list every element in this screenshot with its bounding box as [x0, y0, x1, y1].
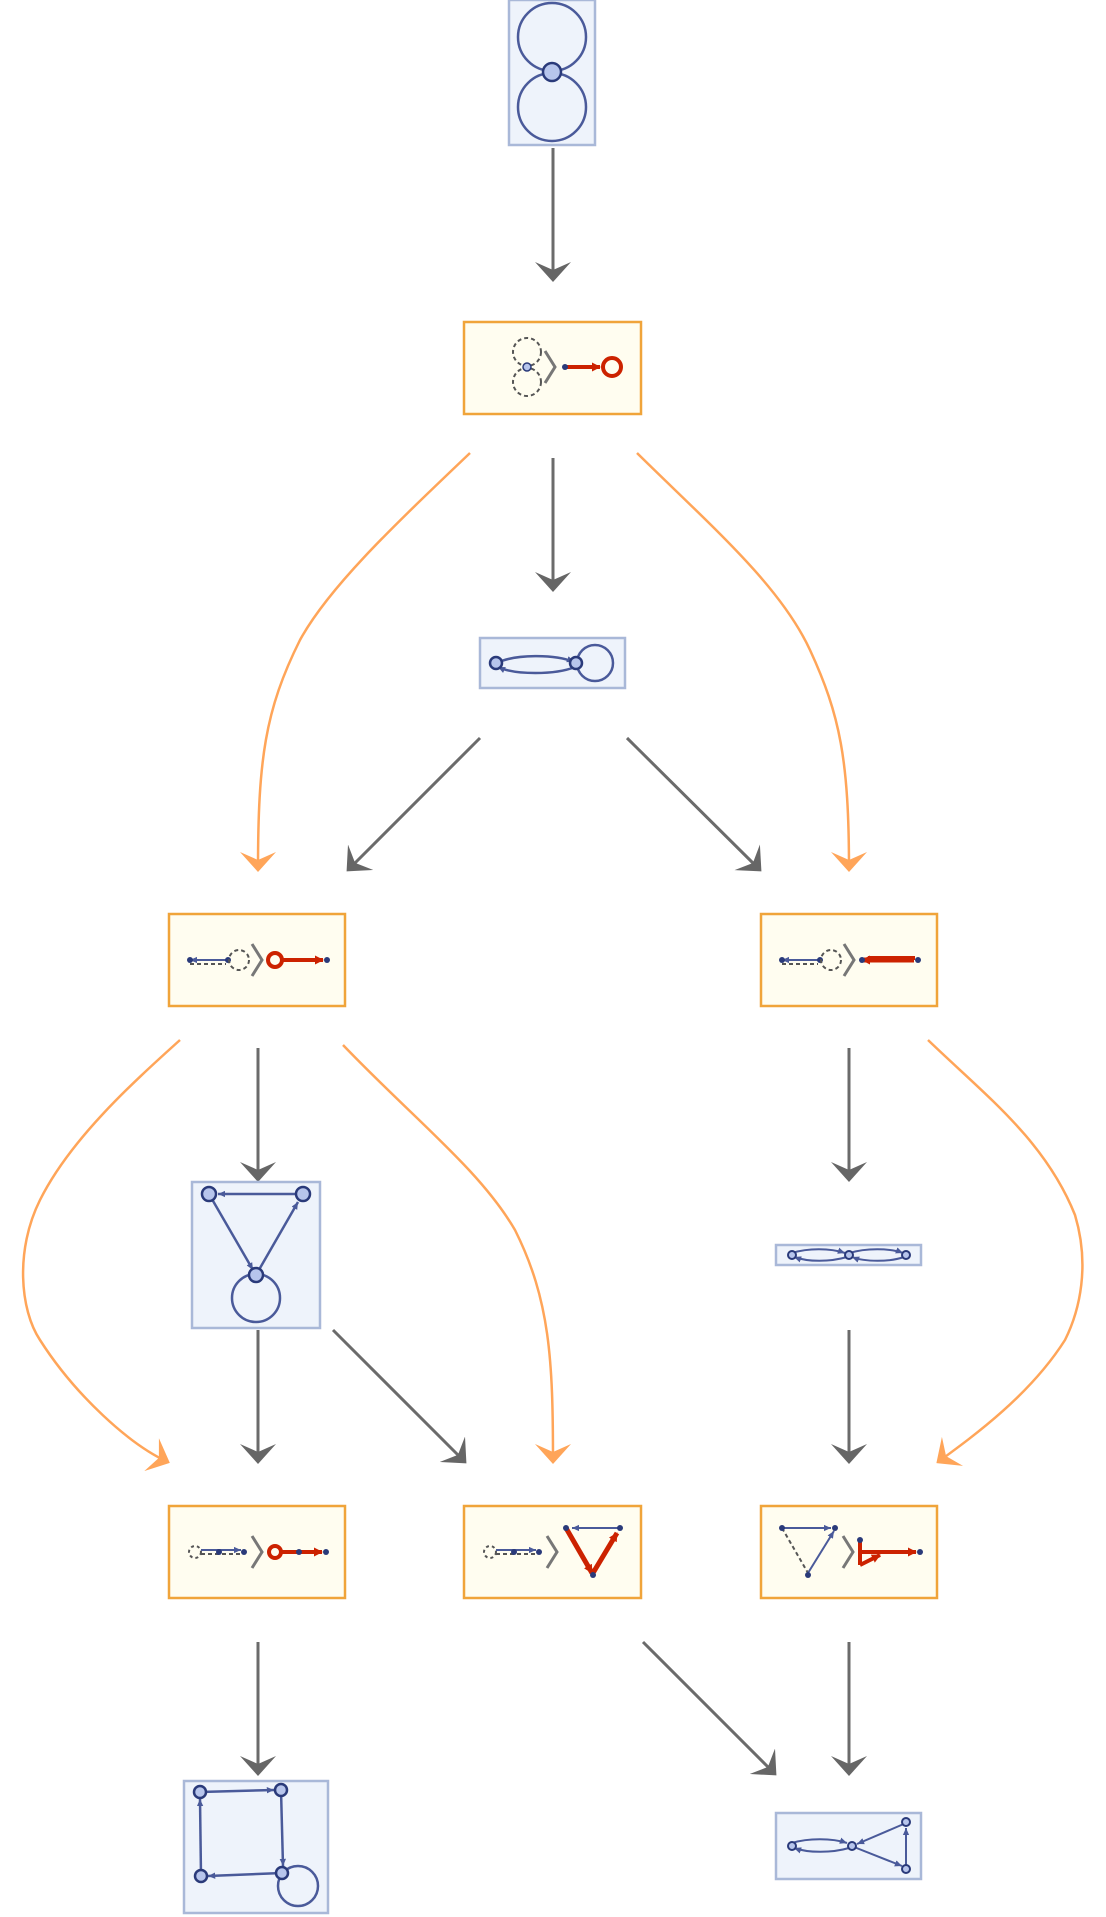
- event-node-3: [759, 912, 939, 1008]
- event-edge-e1-e3: [636, 452, 867, 872]
- state-node-3: [190, 1180, 322, 1330]
- event-edge-e1-e2: [240, 452, 471, 872]
- state-node-6: [774, 1811, 923, 1881]
- edge-s3-e5: [331, 1328, 467, 1464]
- event-node-6: [759, 1504, 939, 1600]
- state-node-4: [774, 1243, 923, 1267]
- edge-e5-s6: [641, 1640, 777, 1776]
- nodes: [167, 0, 939, 1915]
- state-node-2: [478, 636, 627, 690]
- edge-s2-e2: [346, 736, 482, 872]
- event-edge-e3-e6: [927, 1039, 1084, 1466]
- event-edge-e2-e4: [21, 1039, 181, 1472]
- state-node-1: [507, 0, 597, 147]
- edge-s2-e3: [625, 736, 762, 872]
- state-node-5: [182, 1779, 330, 1915]
- edges: [21, 148, 1084, 1776]
- event-node-5: [462, 1504, 643, 1600]
- event-node-1: [462, 320, 643, 416]
- event-node-4: [167, 1504, 347, 1600]
- event-node-2: [167, 912, 347, 1008]
- event-edge-e2-e5: [342, 1044, 571, 1464]
